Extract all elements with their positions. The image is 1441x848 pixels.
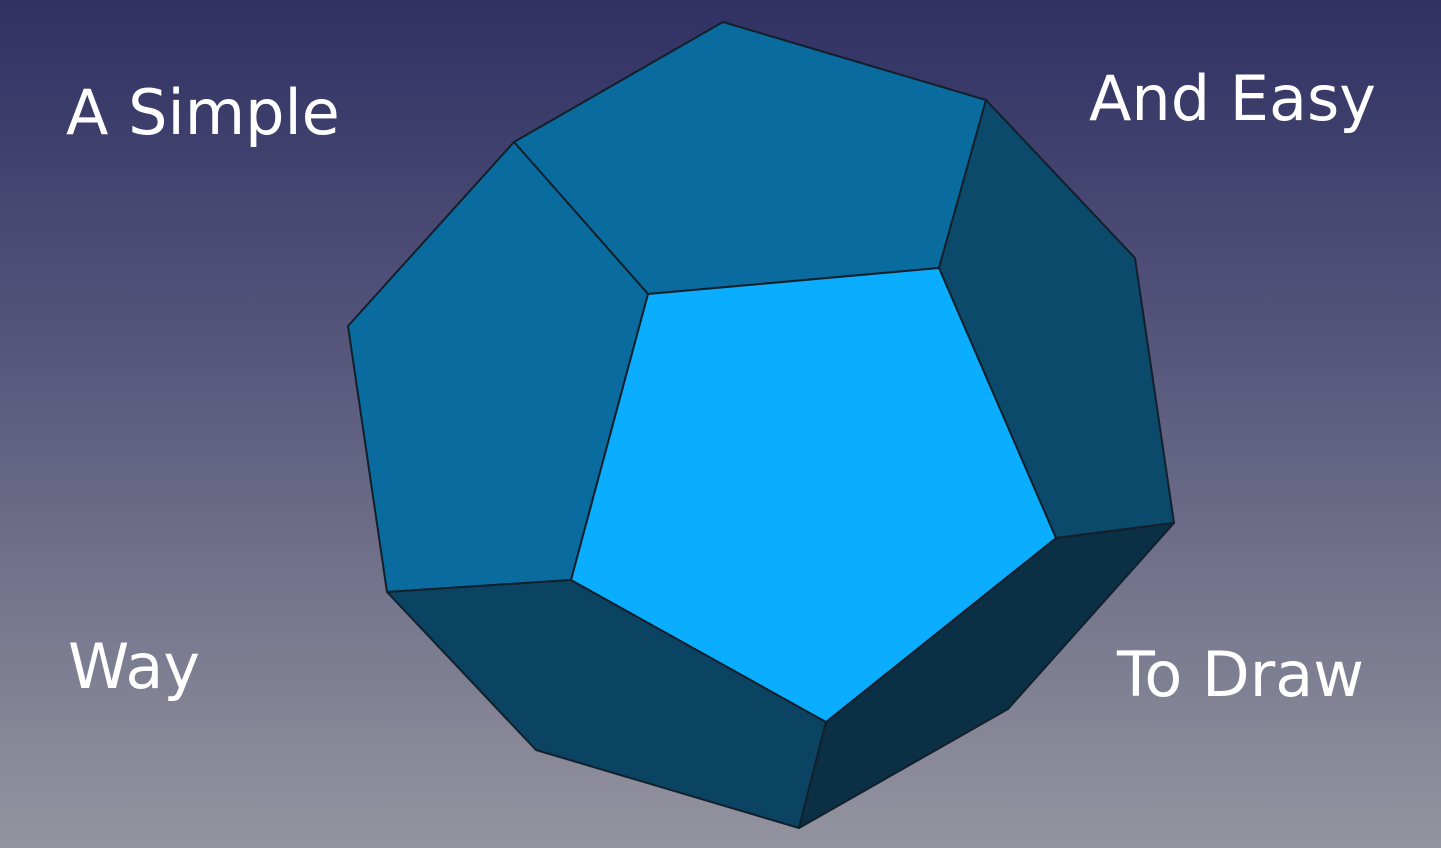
caption-bottom-left: Way [68, 630, 201, 703]
caption-top-right: And Easy [1089, 62, 1376, 135]
caption-top-left: A Simple [66, 76, 340, 149]
caption-bottom-right: To Draw [1117, 638, 1364, 711]
dodecahedron-front-face [570, 267, 1057, 723]
